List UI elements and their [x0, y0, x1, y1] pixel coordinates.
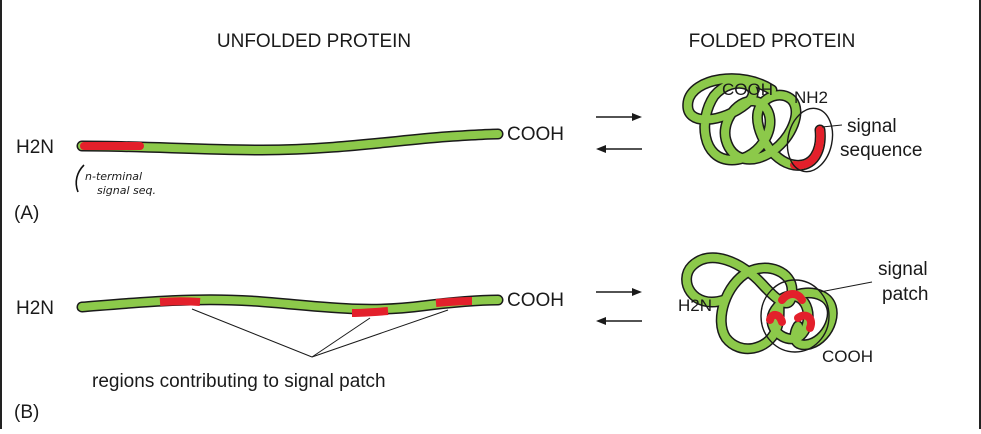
panel-b-label: (B)	[14, 402, 39, 423]
a-note-line2: signal seq.	[97, 184, 156, 197]
b-n-terminus-label: H2N	[16, 298, 54, 319]
panel-a-label: (A)	[14, 203, 39, 224]
header-folded: FOLDED PROTEIN	[689, 31, 856, 52]
b-patch-part-2	[766, 311, 786, 326]
header-unfolded: UNFOLDED PROTEIN	[217, 31, 411, 52]
panel-a: H2N COOH n-terminal signal seq. (A) COOH	[14, 73, 922, 224]
a-callout-line2: sequence	[840, 140, 922, 161]
a-callout-line	[821, 124, 843, 128]
b-unfolded-chain	[76, 294, 504, 317]
b-regions-label: regions contributing to signal patch	[92, 371, 386, 392]
b-folded-protein	[681, 252, 838, 355]
a-note-line1: n-terminal	[85, 170, 142, 183]
a-folded-protein	[682, 73, 834, 173]
a-folded-nh2-label: NH2	[794, 88, 828, 107]
b-callout-line2: patch	[882, 284, 928, 305]
b-signal-region-2	[351, 307, 389, 317]
b-signal-region-1	[159, 297, 201, 306]
b-c-terminus-label: COOH	[507, 290, 564, 311]
a-equilibrium-arrows	[596, 113, 642, 153]
a-callout-line1: signal	[847, 116, 897, 137]
b-callout-line1: signal	[878, 259, 928, 280]
b-folded-cooh-label: COOH	[822, 347, 873, 366]
a-folded-cooh-label: COOH	[722, 80, 773, 99]
b-region-pointers	[191, 308, 449, 358]
a-note-bracket	[75, 164, 85, 193]
b-signal-region-3	[435, 297, 473, 307]
panel-b: H2N COOH regions contributing to signal …	[14, 252, 928, 423]
b-patch-part-1	[778, 290, 806, 304]
b-patch-part-3	[794, 311, 815, 332]
b-callout-line	[819, 281, 873, 293]
a-c-terminus-label: COOH	[507, 124, 564, 145]
b-folded-h2n-label: H2N	[678, 296, 712, 315]
a-signal-circle	[786, 107, 834, 173]
b-patch-circle	[760, 279, 830, 353]
a-folded-signal-segment	[790, 126, 825, 170]
a-unfolded-chain	[76, 128, 504, 156]
b-equilibrium-arrows	[596, 288, 642, 325]
a-n-terminus-label: H2N	[16, 137, 54, 158]
